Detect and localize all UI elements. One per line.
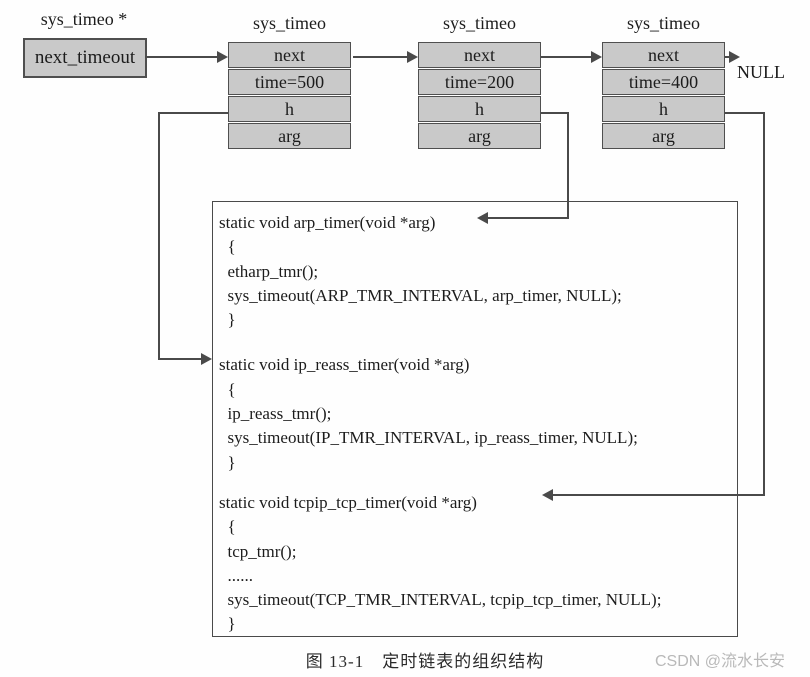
node3-struct: next time=400 h arg: [602, 42, 725, 150]
code-line: {: [219, 379, 236, 399]
code-line: static void arp_timer(void *arg): [219, 213, 436, 232]
arrow-node1-h-to-ip-reass-timer: [158, 353, 212, 365]
null-label: NULL: [737, 62, 785, 82]
node2-field-arg: arg: [418, 123, 541, 149]
code-line: tcp_tmr();: [219, 541, 297, 561]
code-line: static void ip_reass_timer(void *arg): [219, 355, 470, 375]
code-line: ip_reass_tmr();: [219, 404, 332, 424]
code-line: }: [219, 452, 236, 472]
connector-node3-h-horizontal: [725, 112, 765, 114]
node2-field-next: next: [418, 42, 541, 68]
code-block-arp-timer: static void arp_timer(void *arg) { ethar…: [219, 211, 737, 332]
node1-field-time: time=500: [228, 69, 351, 95]
connector-node2-h-vertical: [567, 112, 569, 219]
code-line: etharp_tmr();: [219, 261, 319, 281]
node3-field-next: next: [602, 42, 725, 68]
node2-title: sys_timeo: [442, 13, 516, 33]
arrow-node3-h-to-tcpip-tcp-timer: [542, 489, 765, 501]
node3-field-time: time=400: [602, 69, 725, 95]
arrow-node3-to-null: [725, 51, 740, 63]
code-line: {: [219, 237, 236, 257]
node3-title: sys_timeo: [626, 13, 700, 33]
next-timeout-label: next_timeout: [34, 47, 136, 68]
node3-field-h: h: [602, 96, 725, 122]
csdn-watermark: CSDN @流水长安: [655, 653, 786, 670]
code-line: sys_timeout(IP_TMR_INTERVAL, ip_reass_ti…: [219, 428, 638, 448]
code-line: sys_timeout(TCP_TMR_INTERVAL, tcpip_tcp_…: [219, 590, 662, 610]
figure-caption: 图 13-1 定时链表的组织结构: [305, 652, 545, 671]
code-line: }: [219, 310, 236, 330]
pointer-type-label: sys_timeo *: [40, 9, 128, 29]
node1-title: sys_timeo: [252, 13, 326, 33]
node1-field-arg: arg: [228, 123, 351, 149]
connector-node1-h-horizontal: [158, 112, 228, 114]
code-line: ......: [219, 565, 254, 585]
code-line: }: [219, 614, 236, 634]
code-line: {: [219, 517, 236, 537]
code-box: static void arp_timer(void *arg) { ethar…: [212, 201, 738, 637]
connector-node1-h-vertical: [158, 112, 160, 360]
node2-struct: next time=200 h arg: [418, 42, 541, 150]
next-timeout-box: next_timeout: [23, 38, 147, 78]
arrow-nexttimeout-to-node1: [145, 51, 228, 63]
arrow-node2-to-node3: [541, 51, 602, 63]
node1-field-next: next: [228, 42, 351, 68]
code-line: sys_timeout(ARP_TMR_INTERVAL, arp_timer,…: [219, 285, 622, 305]
code-block-ip-reass-timer: static void ip_reass_timer(void *arg) { …: [219, 353, 737, 474]
connector-node2-h-horizontal: [541, 112, 569, 114]
code-block-tcpip-tcp-timer: static void tcpip_tcp_timer(void *arg) {…: [219, 491, 737, 636]
connector-node3-h-vertical: [763, 112, 765, 496]
node3-field-arg: arg: [602, 123, 725, 149]
code-line: static void tcpip_tcp_timer(void *arg): [219, 492, 477, 512]
node1-field-h: h: [228, 96, 351, 122]
node1-struct: next time=500 h arg: [228, 42, 351, 150]
arrow-node1-to-node2: [353, 51, 418, 63]
node2-field-time: time=200: [418, 69, 541, 95]
arrow-node2-h-to-arp-timer: [477, 212, 569, 224]
node2-field-h: h: [418, 96, 541, 122]
